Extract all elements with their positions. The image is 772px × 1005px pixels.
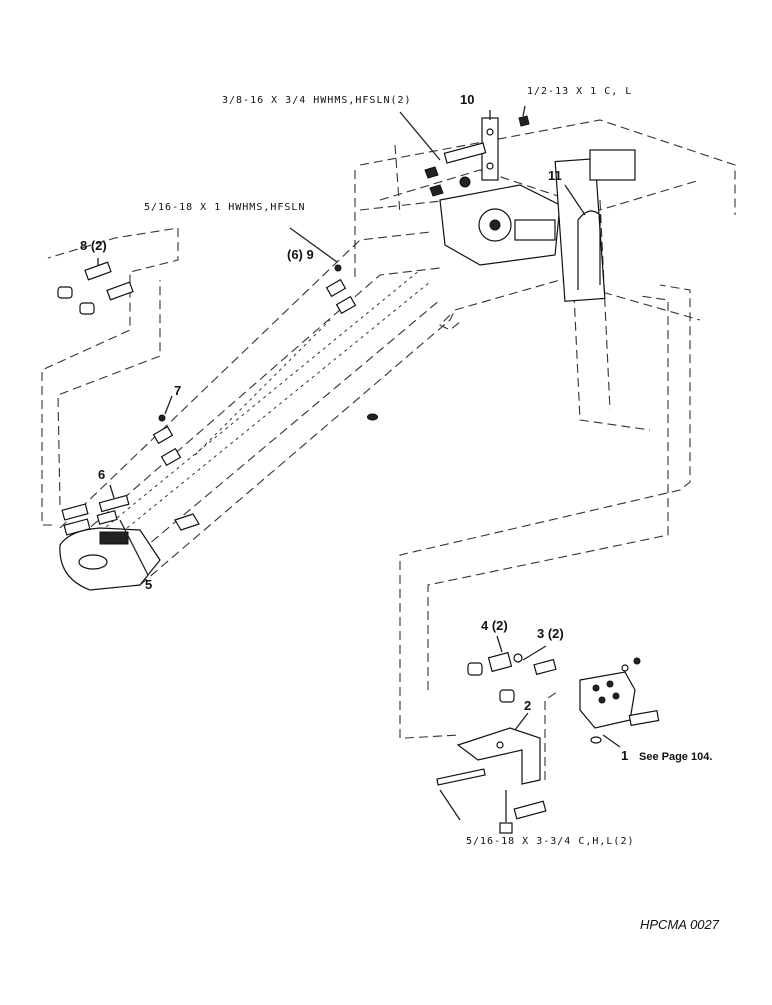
callout-5: 5 (145, 577, 153, 592)
callout-1: 1 (621, 748, 629, 763)
figure-code: HPCMA 0027 (640, 917, 719, 932)
callout-8: 8 (2) (80, 238, 107, 253)
part-2-bracket (456, 712, 541, 785)
part-7-clamps (152, 395, 182, 467)
hose-routing-lines (41, 227, 691, 780)
see-page-note: See Page 104. (639, 751, 713, 763)
callout-10: 10 (460, 92, 475, 107)
valve-assembly (467, 635, 660, 748)
callout-3: 3 (2) (537, 626, 564, 641)
part-10-bracket (399, 105, 530, 197)
callout-4: 4 (2) (481, 618, 508, 633)
tongue-frame (59, 119, 736, 586)
callout-2: 2 (524, 698, 532, 713)
part-11-u-bolt (564, 184, 601, 290)
callout-9: (6) 9 (287, 247, 314, 262)
hitch-clevis (59, 513, 200, 591)
callout-11: 11 (548, 168, 562, 183)
bolt-9-spec-label: 5/16-18 X 1 HWHMS,HFSLN (144, 202, 306, 213)
part-9-clamps (289, 227, 378, 421)
callout-6: 6 (98, 467, 106, 482)
callout-7: 7 (174, 383, 182, 398)
bolt-bottom-spec-label: 5/16-18 X 3-3/4 C,H,L(2) (466, 836, 635, 847)
part-8-couplers (57, 258, 134, 315)
part-6-couplers (61, 484, 149, 576)
gearbox-assembly (439, 149, 636, 302)
bolt-cl-spec-label: 1/2-13 X 1 C, L (527, 86, 633, 97)
bolt-10-spec-label: 3/8-16 X 3/4 HWHMS,HFSLN(2) (222, 95, 412, 106)
lower-bolts (436, 768, 547, 834)
